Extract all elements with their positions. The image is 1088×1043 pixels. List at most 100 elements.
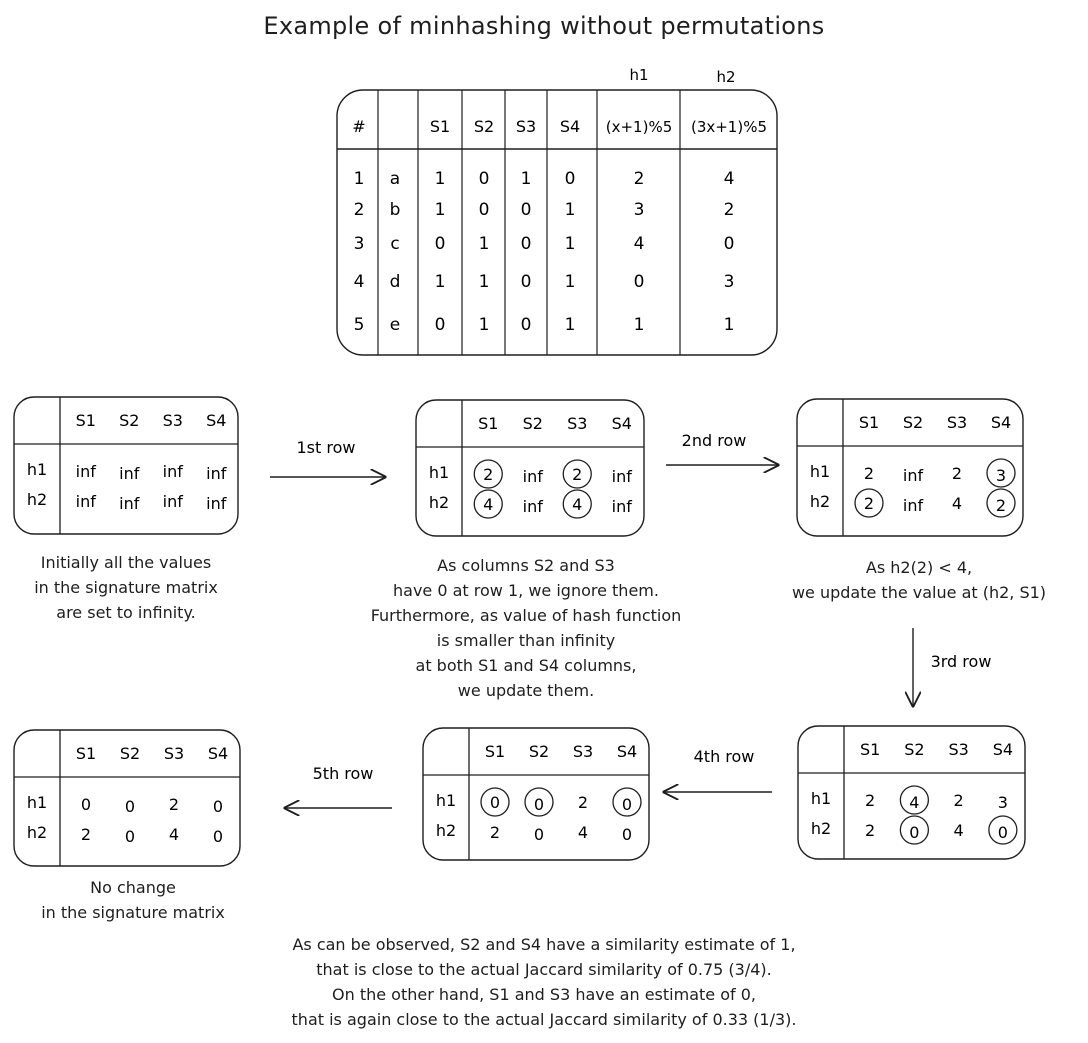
caption-line: at both S1 and S4 columns, xyxy=(415,656,637,675)
data-table-cell: 1 xyxy=(565,315,576,335)
updated-cell-circle xyxy=(612,787,642,817)
signature-matrix-frame xyxy=(13,396,239,535)
data-table-cell: a xyxy=(390,169,400,189)
data-table-cell: 0 xyxy=(521,200,532,220)
signature-matrix-frame xyxy=(797,725,1026,860)
caption-line: is smaller than infinity xyxy=(436,631,616,650)
data-table-cell: 0 xyxy=(435,315,446,335)
signature-cell: 3 xyxy=(996,466,1006,485)
data-table-header: S4 xyxy=(560,117,580,136)
signature-cell: 0 xyxy=(622,825,632,844)
caption-line: As columns S2 and S3 xyxy=(437,556,615,575)
caption-line: have 0 at row 1, we ignore them. xyxy=(393,581,659,600)
signature-matrix-row-label: h1 xyxy=(810,462,830,481)
signature-matrix-col-header: S1 xyxy=(485,742,505,761)
signature-cell: inf xyxy=(206,494,227,513)
updated-cell-circle xyxy=(473,459,503,489)
updated-cell-circle xyxy=(986,488,1016,518)
signature-matrix-row-label: h2 xyxy=(436,821,456,840)
arrow-label-3rd-row: 3rd row xyxy=(931,652,992,671)
signature-cell: 2 xyxy=(996,496,1006,515)
step-arrows: 1st row 2nd row 3rd row 4th row 5th row xyxy=(270,431,991,808)
signature-matrix-col-header: S4 xyxy=(993,740,1013,759)
data-table-cell: 2 xyxy=(724,200,735,220)
signature-matrix-row-label: h1 xyxy=(27,793,47,812)
data-table-cell: 0 xyxy=(435,234,446,254)
caption-line: that is again close to the actual Jaccar… xyxy=(291,1010,797,1029)
data-table-cell: 1 xyxy=(435,200,446,220)
data-table-cell: 1 xyxy=(565,272,576,292)
caption-initial: Initially all the values in the signatur… xyxy=(0,550,252,625)
data-table-cell: 1 xyxy=(565,200,576,220)
data-table-cell: 1 xyxy=(724,315,735,335)
data-table-cell: 1 xyxy=(435,272,446,292)
data-table-frame xyxy=(336,89,778,356)
signature-matrix-col-header: S4 xyxy=(206,411,226,430)
data-table-cell: e xyxy=(390,315,400,335)
signature-matrix-col-header: S3 xyxy=(948,740,968,759)
data-table-cell: 0 xyxy=(565,169,576,189)
signature-cell: 0 xyxy=(213,827,223,846)
signature-matrix-row-label: h2 xyxy=(429,493,449,512)
data-table-cell: 2 xyxy=(634,169,645,189)
data-table-cell: 4 xyxy=(634,234,645,254)
signature-matrix-row-label: h2 xyxy=(27,490,47,509)
signature-matrix-col-header: S4 xyxy=(991,413,1011,432)
data-table-cell: 1 xyxy=(634,315,645,335)
signature-cell: inf xyxy=(612,497,633,516)
caption-line: we update them. xyxy=(457,681,595,700)
updated-cell-circle xyxy=(524,787,554,817)
signature-matrix-col-header: S2 xyxy=(523,414,543,433)
data-table-header: S2 xyxy=(474,117,494,136)
caption-line: Furthermore, as value of hash function xyxy=(370,606,682,625)
signature-matrix-frame xyxy=(422,727,650,861)
signature-cell: 4 xyxy=(578,823,588,842)
data-table-cell: b xyxy=(390,200,401,220)
updated-cell-circle xyxy=(562,489,592,519)
signature-cell: 0 xyxy=(213,797,223,816)
signature-matrix-col-header: S1 xyxy=(76,411,96,430)
signature-cell: 2 xyxy=(490,823,500,842)
signature-cell: 4 xyxy=(483,495,493,514)
caption-after-row2: As h2(2) < 4, we update the value at (h2… xyxy=(750,555,1088,605)
signature-cell: inf xyxy=(523,497,544,516)
signature-matrix-col-header: S4 xyxy=(208,744,228,763)
data-table-header: S1 xyxy=(430,117,450,136)
updated-cell-circle xyxy=(473,489,503,519)
signature-cell: 4 xyxy=(952,494,962,513)
signature-matrix-col-header: S3 xyxy=(947,413,967,432)
hash-label-h2: h2 xyxy=(716,68,735,86)
signature-cell: inf xyxy=(163,462,184,481)
data-table-cell: 0 xyxy=(634,272,645,292)
caption-conclusion: As can be observed, S2 and S4 have a sim… xyxy=(180,932,908,1032)
data-table-cell: 2 xyxy=(354,200,365,220)
signature-cell: 4 xyxy=(169,825,179,844)
signature-matrix-col-header: S1 xyxy=(76,744,96,763)
signature-cell: inf xyxy=(903,496,924,515)
caption-line: in the signature matrix xyxy=(41,903,225,922)
signature-matrix-row-label: h1 xyxy=(429,463,449,482)
caption-line: As h2(2) < 4, xyxy=(865,558,973,577)
signature-cell: 2 xyxy=(169,795,179,814)
signature-matrix-frame xyxy=(796,398,1024,537)
signature-cell: 0 xyxy=(81,795,91,814)
signature-matrix-col-header: S3 xyxy=(573,742,593,761)
signature-cell: 2 xyxy=(865,791,875,810)
data-table-cell: 1 xyxy=(479,315,490,335)
signature-cell: inf xyxy=(523,467,544,486)
caption-line: are set to infinity. xyxy=(56,603,196,622)
signature-matrix-row-label: h1 xyxy=(811,789,831,808)
data-table-cell: 5 xyxy=(354,315,365,335)
signature-cell: 2 xyxy=(952,464,962,483)
signature-cell: 2 xyxy=(81,825,91,844)
signature-cell: 0 xyxy=(125,797,135,816)
arrow-label-5th-row: 5th row xyxy=(313,764,374,783)
signature-matrix-frame xyxy=(415,399,645,537)
caption-line: Initially all the values xyxy=(40,553,212,572)
signature-cell: inf xyxy=(119,464,140,483)
signature-cell: 0 xyxy=(909,823,919,842)
signature-cell: 0 xyxy=(534,795,544,814)
